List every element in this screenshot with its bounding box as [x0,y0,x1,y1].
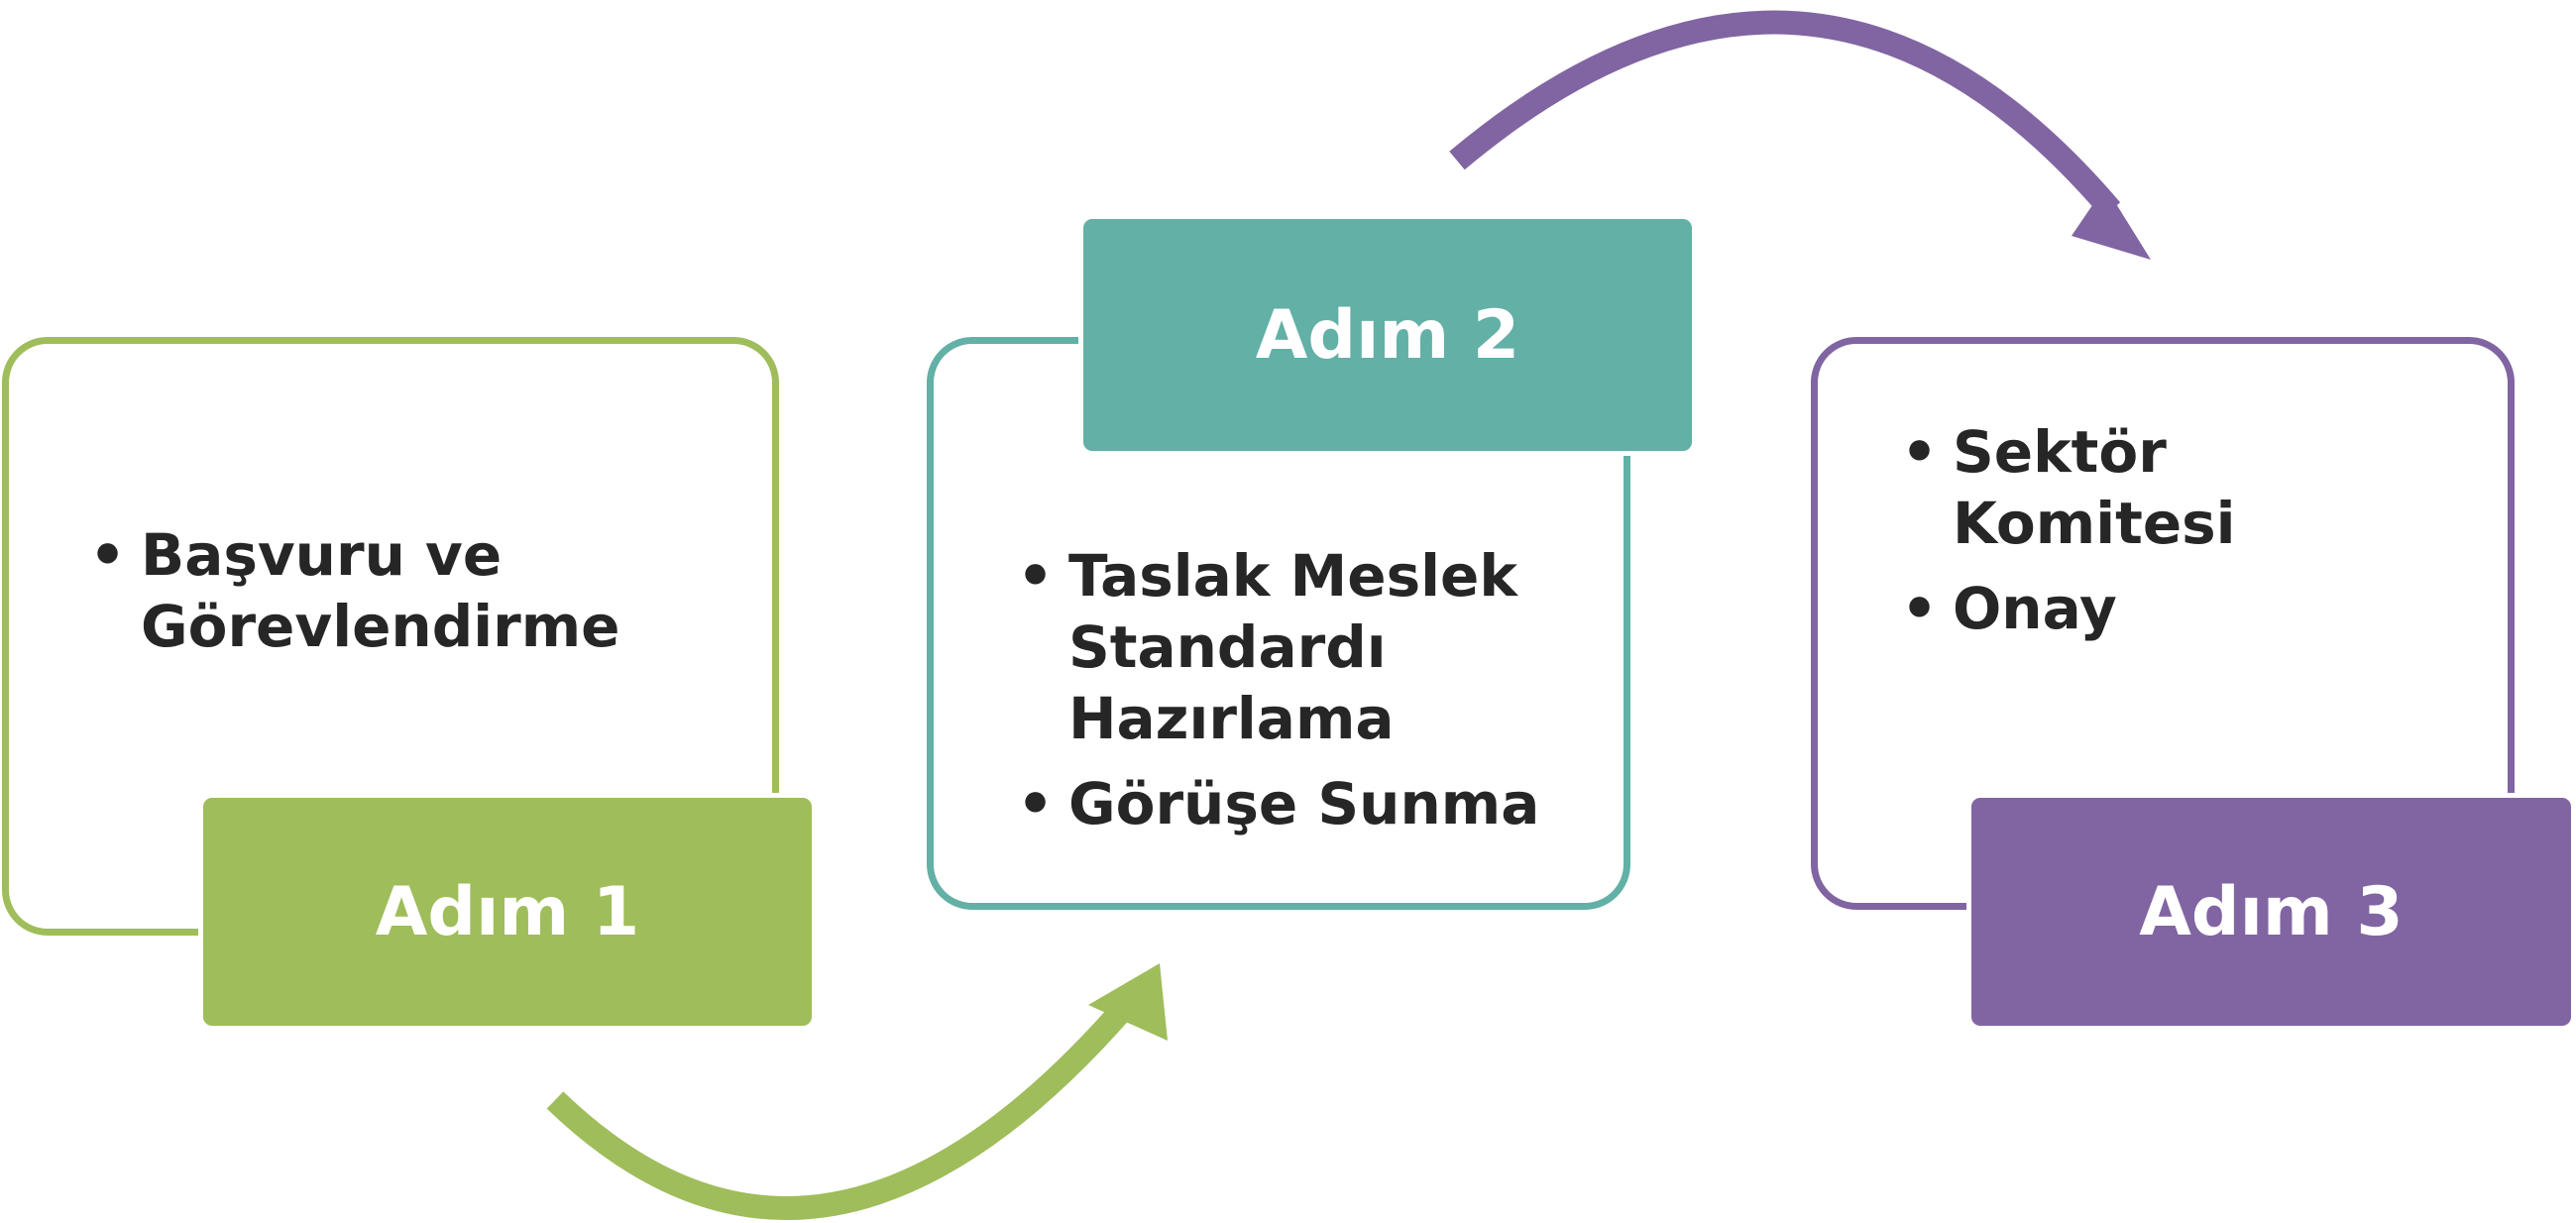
step-2-item: Taslak Meslek Standardı Hazırlama [1009,540,1564,754]
step-1-label: Adım 1 [198,793,817,1031]
step-1-item: Başvuru ve Görevlendirme [81,519,636,662]
step-2-items: Taslak Meslek Standardı Hazırlama Görüşe… [1009,540,1564,853]
step-1-items: Başvuru ve Görevlendirme [81,519,636,676]
step-2-item: Görüşe Sunma [1009,768,1564,839]
step-2-label: Adım 2 [1078,214,1697,456]
step-3-item: Sektör Komitesi [1893,416,2309,559]
step-3-label: Adım 3 [1966,793,2576,1031]
step-3-items: Sektör Komitesi Onay [1893,416,2309,658]
step-3-item: Onay [1893,573,2309,644]
